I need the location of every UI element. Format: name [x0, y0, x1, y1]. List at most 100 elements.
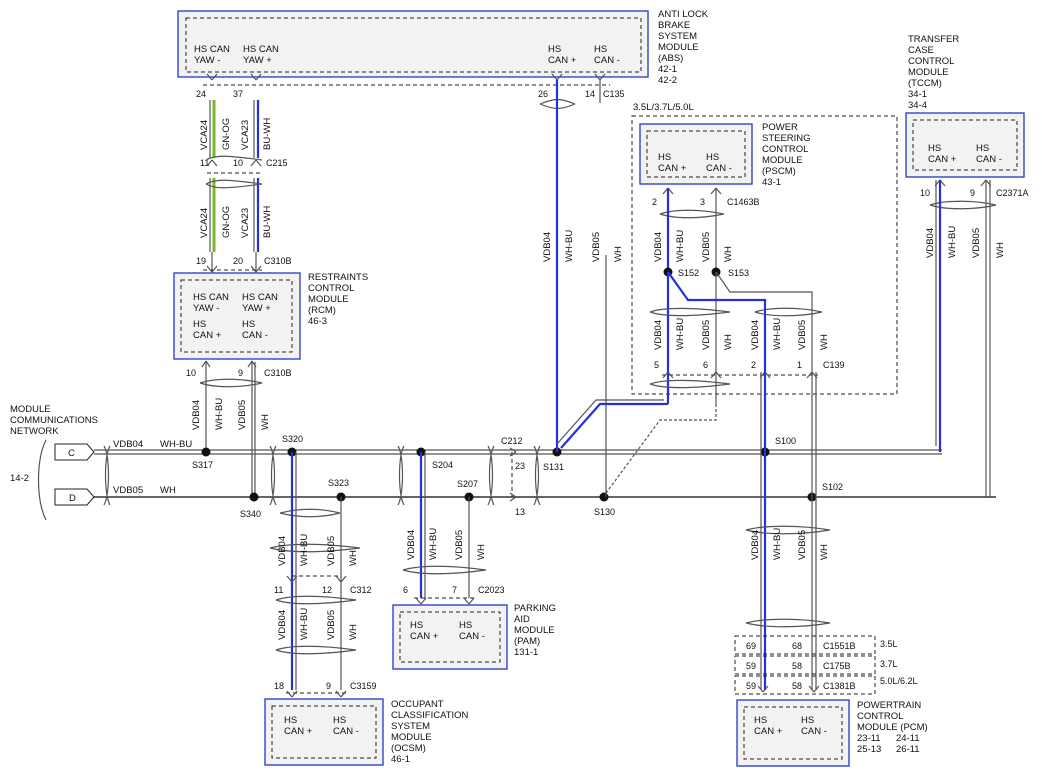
wire-label: WH	[723, 334, 734, 350]
bus-label: VDB05	[113, 485, 143, 496]
connector-label: C215	[266, 158, 288, 168]
ocsm-title: OCCUPANT CLASSIFICATION SYSTEM MODULE (O…	[391, 699, 469, 765]
splice-label: S323	[328, 478, 349, 488]
pscm-title-line: CONTROL	[762, 144, 808, 155]
pscm-title-line: (PSCM)	[762, 166, 796, 177]
pin-number: 19	[196, 256, 206, 266]
wire-label: WH	[348, 624, 359, 640]
c3159-connector: 18 9 C3159	[274, 681, 377, 698]
wire-label: VDB05	[454, 530, 465, 560]
rcm-pin-label: CAN +	[193, 330, 222, 341]
splice-label: S102	[822, 482, 843, 492]
pin-number: 2	[652, 197, 657, 207]
tccm-title-line: CONTROL	[908, 56, 954, 67]
pscm-title-line: STEERING	[762, 133, 811, 144]
c312-connector: 11 12 C312 VDB04 WH-BU VDB05 WH	[274, 575, 372, 655]
connector-c-label: C	[68, 448, 75, 459]
pin-number: 1	[797, 360, 802, 370]
yaw-wires: VCA24 GN-OG VCA23 BU-WH VCA24 GN-OG VCA2…	[199, 100, 273, 272]
wire-label: VDB05	[326, 536, 337, 566]
wire-label: WH	[723, 246, 734, 262]
main-buses	[94, 445, 996, 518]
connector-label: C310B	[264, 368, 292, 378]
ocsm-title-line: OCCUPANT	[391, 699, 444, 710]
pin-number: 7	[452, 585, 457, 595]
connector-label: C312	[350, 585, 372, 595]
connector-label: C310B	[264, 256, 292, 266]
tccm-title-line: TRANSFER	[908, 34, 959, 45]
pam-title-line: MODULE	[514, 625, 555, 636]
ocsm-pin-label: CAN +	[284, 726, 313, 737]
engine-variant: 3.5L	[880, 639, 898, 649]
wire-label: VDB04	[277, 536, 288, 566]
tccm-pin-label: CAN +	[928, 154, 957, 165]
pin-number: 12	[322, 585, 332, 595]
pin-number: 69	[746, 641, 756, 651]
rcm-title-line: 46-3	[308, 316, 327, 327]
c135-connector: 24 37 26 14 C135	[196, 73, 625, 110]
wire-label: BU-WH	[262, 118, 273, 150]
wire-label: VCA23	[240, 208, 251, 238]
ocsm-title-line: CLASSIFICATION	[391, 710, 469, 721]
abs-can-wires: VDB04 WH-BU VDB05 WH	[542, 80, 624, 497]
pscm-to-bus-wires	[556, 372, 817, 690]
connector-d: D	[54, 488, 95, 506]
wire-label: WH	[476, 544, 487, 560]
pam-title-line: (PAM)	[514, 636, 540, 647]
abs-title: ANTI LOCK BRAKE SYSTEM MODULE (ABS) 42-1…	[658, 9, 709, 86]
pin-number: 10	[920, 188, 930, 198]
abs-pin-label: CAN +	[548, 55, 577, 66]
pscm-pin-label: CAN -	[706, 163, 732, 174]
rcm-pin-label: HS CAN	[193, 292, 229, 303]
tccm-pin-label: HS	[976, 143, 989, 154]
wire-label: GN-OG	[221, 206, 232, 238]
pin-number: 10	[186, 368, 196, 378]
wire-label: VDB05	[237, 400, 248, 430]
pam-title-line: PARKING	[514, 603, 556, 614]
abs-pin-label: CAN -	[594, 55, 620, 66]
pcm-pin-label: CAN -	[801, 726, 827, 737]
tccm-title: TRANSFER CASE CONTROL MODULE (TCCM) 34-1…	[908, 34, 959, 111]
wire-label: WH	[819, 544, 830, 560]
wire-label: WH	[995, 242, 1006, 258]
tccm-title-line: 34-4	[908, 100, 927, 111]
splice-label: S152	[678, 268, 699, 278]
abs-title-line: BRAKE	[658, 20, 690, 31]
c212-connector: C212 23 13	[501, 436, 525, 517]
c215-connector: 11 10 C215	[200, 155, 288, 189]
c310b-bottom-connector: 10 9 C310B VDB04 WH-BU VDB05 WH	[186, 360, 292, 497]
pcm-title-line: MODULE (PCM)	[857, 722, 928, 733]
tccm-title-line: MODULE	[908, 67, 949, 78]
ocsm-pin-label: CAN -	[333, 726, 359, 737]
rcm-title: RESTRAINTS CONTROL MODULE (RCM) 46-3	[308, 272, 368, 327]
connector-d-label: D	[69, 493, 76, 504]
ocsm-pin-label: HS	[333, 715, 346, 726]
pcm-title-line: 23-11	[857, 733, 881, 744]
pin-number: 3	[700, 197, 705, 207]
pam-title: PARKING AID MODULE (PAM) 131-1	[514, 603, 556, 658]
bus-label: WH	[160, 485, 176, 496]
wire-label: WH-BU	[675, 318, 686, 350]
engine-variant: 3.7L	[880, 659, 898, 669]
pin-number: 11	[200, 158, 209, 168]
wire-label: VDB05	[701, 320, 712, 350]
wire-label: WH	[613, 246, 624, 262]
pin-number: 6	[703, 360, 708, 370]
pscm-internal-wires: VDB04 WH-BU VDB05 WH VDB04 WH-BU VDB05 W…	[649, 271, 830, 404]
splice-label: S131	[543, 462, 564, 472]
splice-label: S130	[594, 507, 615, 517]
abs-pin-label: HS CAN	[194, 44, 230, 55]
tccm-pin-label: CAN -	[976, 154, 1002, 165]
wire-label: WH	[819, 334, 830, 350]
wire-label: WH-BU	[772, 528, 783, 560]
wire-label: VDB04	[653, 232, 664, 262]
rcm-title-line: CONTROL	[308, 283, 354, 294]
pam-title-line: 131-1	[514, 647, 538, 658]
wire-label: VDB05	[701, 232, 712, 262]
splice-dot	[201, 447, 211, 457]
tccm-title-line: 34-1	[908, 89, 927, 100]
wire-label: VDB04	[750, 320, 761, 350]
wire-label: WH-BU	[214, 398, 225, 430]
wire-label: VDB05	[326, 610, 337, 640]
bus-label: WH-BU	[160, 439, 192, 450]
